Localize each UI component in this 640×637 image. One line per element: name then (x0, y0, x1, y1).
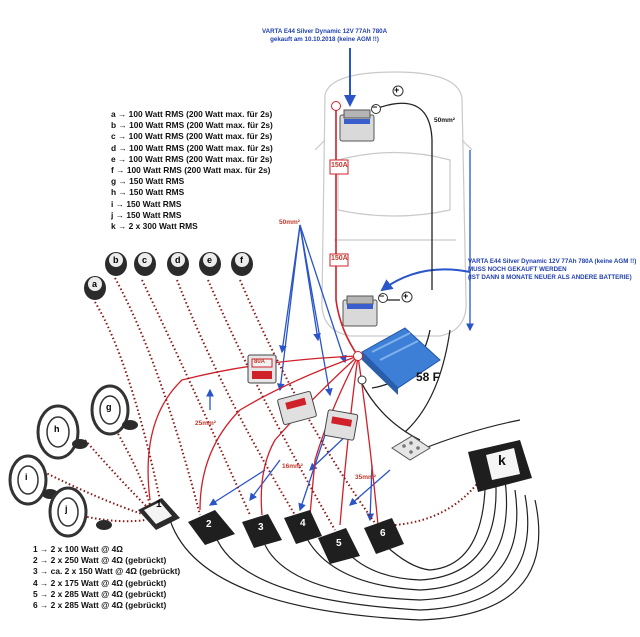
main-power-cable (335, 108, 359, 357)
capacitor-label: 58 F (416, 370, 441, 384)
amplifier-3 (242, 514, 282, 548)
speaker-g-letter: g (106, 402, 112, 412)
ground-block (391, 435, 431, 461)
ground-terminal-front (371, 85, 404, 114)
tweeter-c (134, 252, 156, 276)
tweeter-f (231, 252, 253, 276)
tweeter-d (167, 252, 189, 276)
speaker-h (36, 404, 88, 460)
speaker-i (8, 454, 58, 506)
battery-rear-note-1: MUSS NOCH GEKAUFT WERDEN (468, 266, 567, 273)
amplifier-spec-5: 5 → 2 x 285 Watt @ 4Ω (gebrückt) (33, 588, 167, 599)
subwoofer-letter: k (498, 452, 506, 468)
amplifier-1-number: 1 (156, 499, 162, 510)
blue-signal-wires (206, 150, 474, 522)
ground-distribution-terminal (357, 375, 367, 385)
tweeter-c-letter: c (142, 255, 148, 265)
battery-rear-label: VARTA E44 Silver Dynamic 12V 77Ah 780A (… (468, 258, 636, 282)
tweeter-a-letter: a (92, 279, 98, 289)
power-cable-size-35: 35mm² (355, 474, 376, 481)
distribution-block-1 (277, 390, 317, 426)
amplifier-6 (364, 518, 404, 554)
amplifier-spec-4: 4 → 2 x 175 Watt @ 4Ω (gebrückt) (33, 577, 167, 588)
capacitor (361, 327, 441, 395)
bottom-cables (169, 329, 540, 621)
battery-rear-note-2: (IST DANN 8 MONATE NEUER ALS ANDERE BATT… (468, 274, 632, 281)
speaker-spec-b: b → 100 Watt RMS (200 Watt max. für 2s) (111, 120, 273, 131)
amplifier-spec-2: 2 → 2 x 250 Watt @ 4Ω (gebrückt) (33, 555, 167, 566)
battery-front-note: gekauft am 10.10.2018 (keine AGM !!) (270, 36, 379, 43)
battery-front (339, 109, 375, 142)
battery-rear-model: VARTA E44 Silver Dynamic 12V 77Ah 780A (… (468, 258, 637, 265)
battery-front-model: VARTA E44 Silver Dynamic 12V 77Ah 780A (262, 28, 388, 35)
amplifier-2-number: 2 (206, 519, 212, 530)
front-plus-terminal-sign: + (394, 85, 400, 95)
power-cable-size-16: 16mm² (282, 463, 303, 470)
battery-rear (342, 295, 378, 327)
subwoofer-k (468, 440, 532, 492)
amplifier-4 (284, 510, 322, 544)
tweeter-f-letter: f (240, 255, 243, 265)
rear-minus-terminal-sign: − (379, 291, 385, 301)
battery-rear-pointer (380, 268, 471, 292)
tweeter-b (105, 252, 127, 276)
speaker-spec-c: c → 100 Watt RMS (200 Watt max. für 2s) (111, 131, 273, 142)
speaker-spec-k: k → 2 x 300 Watt RMS (111, 221, 198, 232)
tweeter-a (84, 276, 106, 300)
fuse-block-label: 80A (254, 359, 266, 365)
amplifier-spec-1: 1 → 2 x 100 Watt @ 4Ω (33, 544, 123, 554)
speaker-spec-e: e → 100 Watt RMS (200 Watt max. für 2s) (111, 153, 273, 164)
amplifier-3-number: 3 (258, 522, 264, 533)
amplifier-6-number: 6 (380, 528, 386, 539)
plus-distribution-terminal (353, 351, 363, 361)
amplifier-2 (188, 510, 235, 545)
front-minus-terminal-sign: − (372, 102, 378, 112)
speaker-wires (39, 277, 481, 531)
tweeter-b-letter: b (113, 255, 119, 265)
amplifier-4-number: 4 (300, 518, 306, 529)
fuse-rear (329, 253, 349, 267)
speaker-spec-i: i → 150 Watt RMS (111, 198, 182, 209)
battery-front-label: VARTA E44 Silver Dynamic 12V 77Ah 780A g… (262, 28, 387, 44)
fuse-block (247, 354, 277, 384)
speaker-spec-j: j → 150 Watt RMS (111, 209, 182, 220)
plus-terminal-front (331, 101, 341, 111)
speaker-j-letter: j (65, 504, 68, 514)
power-cable-size-25: 25mm² (195, 420, 216, 427)
speaker-h-letter: h (54, 424, 60, 434)
speaker-g (90, 384, 138, 436)
fuse-front (329, 159, 349, 175)
speaker-spec-a: a → 100 Watt RMS (200 Watt max. für 2s) (111, 109, 273, 119)
car-outline (314, 71, 473, 337)
tweeter-e (199, 252, 221, 276)
fuse-rear-label: 150A (331, 255, 348, 262)
amplifier-1 (138, 498, 180, 530)
speaker-spec-d: d → 100 Watt RMS (200 Watt max. für 2s) (111, 142, 273, 153)
power-cable-size-50: 50mm² (279, 219, 300, 226)
amplifier-spec-6: 6 → 2 x 285 Watt @ 4Ω (gebrückt) (33, 600, 167, 611)
amplifier-spec-list: 1 → 2 x 100 Watt @ 4Ω 2 → 2 x 250 Watt @… (33, 544, 180, 611)
distribution-block-2 (323, 409, 359, 441)
tweeter-e-letter: e (207, 255, 213, 265)
ground-cable-size: 50mm² (434, 117, 455, 124)
speaker-spec-f: f → 100 Watt RMS (200 Watt max. für 2s) (111, 165, 271, 176)
speaker-j (48, 486, 112, 538)
amplifier-spec-3: 3 → ca. 2 x 150 Watt @ 4Ω (gebrückt) (33, 566, 181, 577)
speaker-i-letter: i (25, 472, 28, 482)
speaker-spec-list: a → 100 Watt RMS (200 Watt max. für 2s) … (111, 109, 273, 232)
amplifier-5-number: 5 (336, 538, 342, 549)
amplifier-5 (318, 528, 360, 564)
fuse-front-label: 150A (331, 162, 348, 169)
rear-plus-terminal-sign: + (403, 291, 409, 301)
tweeter-d-letter: d (175, 255, 181, 265)
speaker-spec-h: h → 150 Watt RMS (111, 187, 185, 198)
ground-terminal-rear (378, 291, 413, 303)
speaker-spec-g: g → 150 Watt RMS (111, 176, 185, 187)
